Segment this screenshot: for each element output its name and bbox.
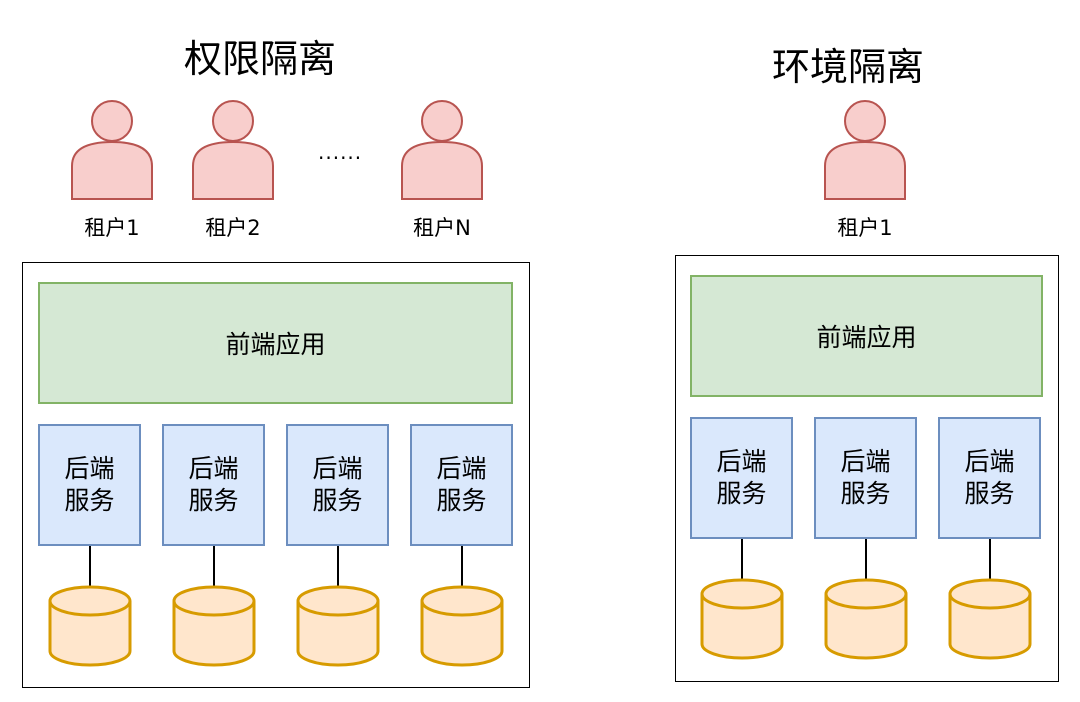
tenant-label: 租户1 xyxy=(837,216,893,240)
database-cylinder-icon xyxy=(824,578,908,660)
connector-line xyxy=(741,539,743,579)
database-cylinder-icon xyxy=(700,578,784,660)
person-icon xyxy=(824,100,906,200)
database-cylinder-icon xyxy=(420,585,504,667)
connector-line xyxy=(989,539,991,579)
connector-line xyxy=(89,546,91,586)
tenant-label: 租户N xyxy=(413,216,471,240)
person-icon xyxy=(401,100,483,200)
ellipsis-text: ...... xyxy=(318,140,363,164)
person-icon xyxy=(71,100,153,200)
connector-line xyxy=(461,546,463,586)
backend-service-box: 后端 服务 xyxy=(814,417,917,539)
right-title: 环境隔离 xyxy=(771,45,924,89)
backend-service-box: 后端 服务 xyxy=(162,424,265,546)
database-cylinder-icon xyxy=(172,585,256,667)
backend-service-box: 后端 服务 xyxy=(690,417,793,539)
database-cylinder-icon xyxy=(948,578,1032,660)
database-cylinder-icon xyxy=(296,585,380,667)
backend-service-box: 后端 服务 xyxy=(38,424,141,546)
frontend-app-box: 前端应用 xyxy=(38,282,513,404)
backend-service-box: 后端 服务 xyxy=(938,417,1041,539)
person-icon xyxy=(192,100,274,200)
frontend-app-box: 前端应用 xyxy=(690,275,1043,397)
connector-line xyxy=(337,546,339,586)
backend-service-box: 后端 服务 xyxy=(286,424,389,546)
database-cylinder-icon xyxy=(48,585,132,667)
left-title: 权限隔离 xyxy=(183,37,336,81)
connector-line xyxy=(865,539,867,579)
connector-line xyxy=(213,546,215,586)
tenant-label: 租户1 xyxy=(84,216,140,240)
tenant-label: 租户2 xyxy=(205,216,261,240)
backend-service-box: 后端 服务 xyxy=(410,424,513,546)
